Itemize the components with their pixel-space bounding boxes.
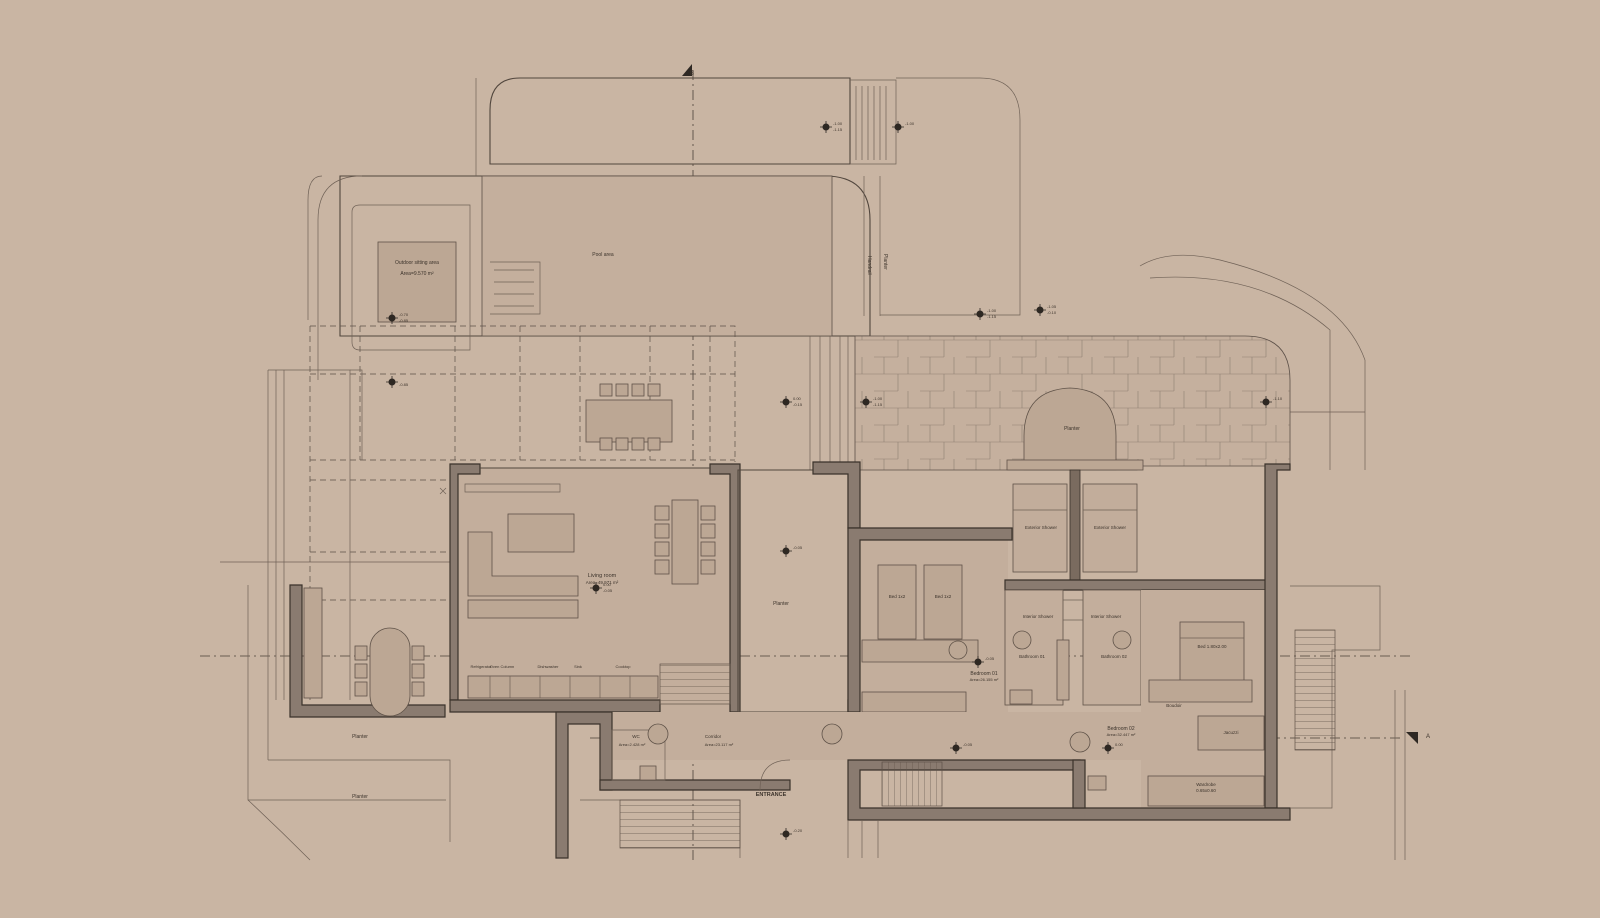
level-label: 0.00 bbox=[1115, 742, 1124, 747]
level-markers bbox=[386, 121, 1272, 840]
bedroom-01 bbox=[847, 527, 1013, 713]
level-label: -1.00 bbox=[905, 121, 915, 126]
level-label: -1.15 bbox=[873, 402, 883, 407]
label-exterior-shower-1: Exterior Shower bbox=[1025, 525, 1058, 530]
outdoor-kitchen bbox=[247, 584, 451, 861]
pool-area bbox=[307, 77, 1021, 380]
label-handrail: Handrail bbox=[866, 256, 872, 275]
level-label: -1.00 bbox=[833, 121, 843, 126]
labels: Outdoor sitting area Area=9.570 m² Pool … bbox=[352, 71, 1430, 800]
label-bed-1: Bed 1x2 bbox=[889, 594, 906, 599]
patio bbox=[809, 254, 1366, 471]
level-label: -0.15 bbox=[793, 402, 803, 407]
label-wardrobe-size: 0.65x0.60 bbox=[1196, 788, 1216, 793]
section-marker-b: B bbox=[690, 71, 694, 77]
label-bed-3: Bed 1.80x2.00 bbox=[1197, 644, 1227, 649]
central-planter bbox=[737, 461, 861, 713]
section-marker-a: A bbox=[1426, 734, 1430, 740]
level-label: -0.85 bbox=[399, 318, 409, 323]
level-label: -1.05 bbox=[1047, 304, 1057, 309]
label-bathroom-01: Bathroom 01 bbox=[1019, 654, 1045, 659]
level-label: -0.70 bbox=[399, 312, 409, 317]
label-living-room: Living room bbox=[588, 573, 617, 579]
level-label: -0.05 bbox=[793, 545, 803, 550]
label-boudoir: Boudoir bbox=[1166, 703, 1182, 708]
label-entrance: ENTRANCE bbox=[756, 792, 787, 798]
label-bedroom-01-area: Area=26.155 m² bbox=[970, 677, 999, 682]
label-pool-area: Pool area bbox=[592, 252, 614, 258]
label-living-room-area: Area=49.971 m² bbox=[586, 580, 619, 585]
label-dishwasher: Dishwasher bbox=[538, 664, 560, 669]
exterior-stairs bbox=[1290, 585, 1406, 860]
level-label: -0.85 bbox=[399, 382, 409, 387]
level-label: -0.20 bbox=[793, 828, 803, 833]
level-label: -1.00 bbox=[987, 308, 997, 313]
label-outdoor-sitting-area: Area=9.570 m² bbox=[400, 271, 434, 277]
section-markers bbox=[439, 64, 1418, 744]
bedroom-02 bbox=[1141, 463, 1291, 809]
label-jacuzzi: Jacuzzi bbox=[1223, 730, 1238, 735]
label-oven-column: Oven Column bbox=[490, 664, 514, 669]
level-label: 0.00 bbox=[793, 396, 802, 401]
label-interior-shower-2: Interior Shower bbox=[1091, 614, 1122, 619]
label-bathroom-02: Bathroom 02 bbox=[1101, 654, 1127, 659]
label-bedroom-02-area: Area=32.447 m² bbox=[1107, 732, 1136, 737]
chairs bbox=[599, 383, 661, 451]
level-label: -1.15 bbox=[833, 127, 843, 132]
label-cooktop: Cooktop bbox=[616, 664, 632, 669]
dining-chairs bbox=[654, 505, 716, 575]
label-planter-top: Planter bbox=[882, 254, 888, 270]
label-interior-shower-1: Interior Shower bbox=[1023, 614, 1054, 619]
label-planter-left-1: Planter bbox=[352, 734, 368, 740]
showers bbox=[1006, 459, 1144, 581]
level-label: -0.05 bbox=[985, 656, 995, 661]
label-wc-area: Area=2.428 m² bbox=[619, 742, 646, 747]
bathrooms bbox=[1004, 579, 1276, 706]
label-corridor: Corridor bbox=[705, 734, 722, 739]
label-exterior-shower-2: Exterior Shower bbox=[1094, 525, 1127, 530]
label-wardrobe: Wardrobe bbox=[1196, 782, 1216, 787]
level-label: -0.10 bbox=[1047, 310, 1057, 315]
label-bedroom-02: Bedroom 02 bbox=[1107, 726, 1134, 732]
level-labels: -1.00 -1.15 -0.70 -0.85 -0.85 0.00 -0.15… bbox=[399, 121, 1283, 833]
level-label: -0.05 bbox=[963, 742, 973, 747]
living-room bbox=[449, 463, 741, 713]
label-planter-center: Planter bbox=[773, 601, 789, 607]
corridor-and-entrance bbox=[555, 711, 1291, 859]
label-corridor-area: Area=23.117 m² bbox=[705, 742, 734, 747]
label-bed-2: Bed 1x2 bbox=[935, 594, 952, 599]
level-label: -1.10 bbox=[1273, 396, 1283, 401]
label-bedroom-01: Bedroom 01 bbox=[970, 671, 997, 677]
label-sink: Sink bbox=[574, 664, 582, 669]
label-outdoor-sitting: Outdoor sitting area bbox=[395, 260, 439, 266]
level-label: -0.05 bbox=[603, 588, 613, 593]
label-planter-patio: Planter bbox=[1064, 426, 1080, 432]
level-label: -1.15 bbox=[987, 314, 997, 319]
label-planter-left-2: Planter bbox=[352, 794, 368, 800]
level-label: 0.00 bbox=[603, 582, 612, 587]
label-refrigerator: Refrigerator bbox=[470, 664, 492, 669]
level-label: -1.00 bbox=[873, 396, 883, 401]
label-wc: WC bbox=[632, 734, 640, 739]
pergola bbox=[267, 325, 736, 760]
